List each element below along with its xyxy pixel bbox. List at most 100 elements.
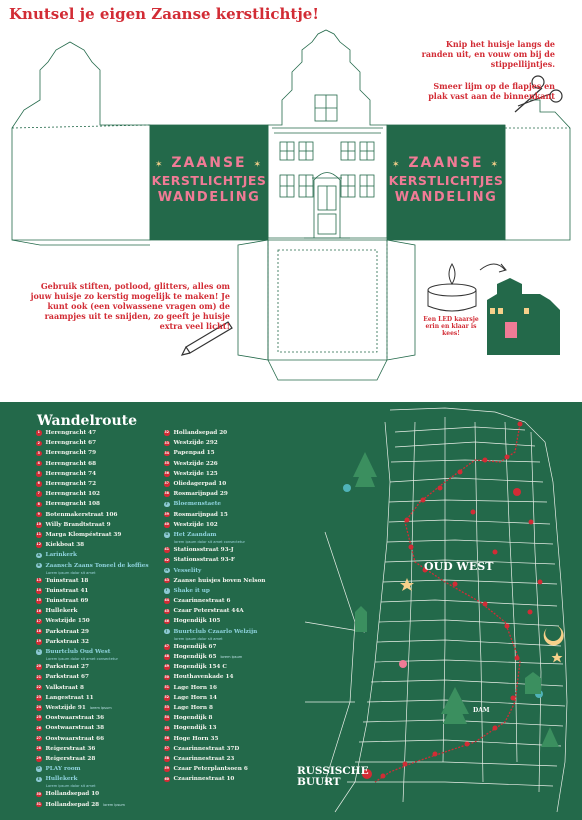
route-stop-address: Hogendijk 8 <box>173 715 213 722</box>
route-stop-number: 39 <box>164 511 170 518</box>
route-stop-address: Tuinstraat 18 <box>45 577 89 584</box>
star-icon <box>400 578 563 663</box>
wordmark-line3: WANDELING <box>157 190 261 205</box>
route-stop-address: Hollandsepad 28 <box>45 801 100 808</box>
instruction-led: Een LED kaarsje erin en klaar is kees! <box>423 316 479 337</box>
route-stop-address: Herengracht 72 <box>45 481 97 488</box>
route-stop-address: Parkstraat 32 <box>45 638 89 645</box>
house-front-outline <box>267 29 388 239</box>
route-stop-address: Het Zaandam <box>173 531 217 538</box>
route-stop-address: Bloemenstaete <box>173 501 222 508</box>
route-stop-address: Hullekerk <box>45 608 78 615</box>
route-stop-address: Langestraat 11 <box>45 694 94 701</box>
route-stop-address: Rosmarijnpad 15 <box>173 511 228 518</box>
wordmark-panel-right: ✶ ZAANSE ✶ KERSTLICHTJES WANDELING <box>387 125 505 240</box>
route-stop-address: Herengracht 68 <box>45 460 97 467</box>
map-streets <box>304 407 568 813</box>
route-stop-address: Lage Horn 16 <box>173 684 217 691</box>
route-stop-number: 17 <box>36 618 42 625</box>
route-stop-address: Reigerstraat 28 <box>45 755 96 762</box>
route-stop-number: 31 <box>36 801 42 808</box>
route-stop-number: 30 <box>36 791 42 798</box>
map-label-dam: DAM <box>473 707 490 714</box>
route-stop-number: 41 <box>164 547 170 553</box>
map-label-russische: RUSSISCHE <box>297 765 369 777</box>
map-label-buurt: BUURT <box>297 776 341 788</box>
map-label-oud-west: OUD WEST <box>424 560 494 573</box>
sparkle-icon: ✶ <box>253 160 264 170</box>
route-stop-address: Hogendijk 65 <box>173 654 217 661</box>
route-path <box>374 423 521 783</box>
route-stop-description: lorem ipsum dolor sit amet consectetur <box>174 540 246 545</box>
route-map <box>304 407 568 813</box>
route-stop-number: 3 <box>36 450 42 457</box>
route-stop-address: Lage Horn 14 <box>173 694 217 701</box>
route-stop-address: Westzijde 102 <box>173 521 218 528</box>
route-stop-address: Rosmarijnpad 29 <box>173 491 228 498</box>
route-markers <box>380 421 543 779</box>
route-stop-number: 38 <box>164 491 170 497</box>
route-stop-number: 1 <box>36 430 42 436</box>
wordmark-line2: KERSTLICHTJES <box>388 173 504 188</box>
route-stop-address: Reigerstraat 36 <box>45 745 96 752</box>
house-icon <box>355 606 541 694</box>
route-stop-address: Herengracht 108 <box>45 501 100 508</box>
ornament-icon <box>343 484 543 779</box>
route-stop-number: 57 <box>164 745 170 752</box>
route-stop-number: 25 <box>36 715 42 721</box>
route-stop-number: 18 <box>36 628 42 635</box>
route-stop-address: Buurtclub Oud West <box>45 649 111 656</box>
route-stop-address: Stationsstraat 93-J <box>173 547 234 554</box>
route-stop-number: 44 <box>164 598 170 604</box>
route-stop-number: H <box>164 567 170 574</box>
instruction-glue: Smeer lijm op de flapjes en plak vast aa… <box>428 81 555 101</box>
route-stop-address: PLAY room <box>45 766 81 773</box>
base-flap-outline <box>237 239 269 361</box>
pencil-icon <box>180 321 233 356</box>
moon-icon <box>543 626 564 646</box>
route-stop-address: Czaarinnestraat 23 <box>173 755 235 762</box>
route-stop-number: 7 <box>36 491 42 497</box>
route-stop-address: Westzijde 226 <box>173 460 218 467</box>
route-stop-number: 60 <box>164 776 170 783</box>
route-stop-address: Herengracht 74 <box>45 470 97 477</box>
route-stop-number: 19 <box>36 639 42 645</box>
route-stop-number: 6 <box>36 481 42 487</box>
wordmark-line1: ZAANSE <box>408 155 484 171</box>
route-stop-number: 28 <box>36 745 42 752</box>
route-stop-number: 15 <box>36 598 42 604</box>
route-stop-number: 23 <box>36 695 42 701</box>
route-stop-address: Herengracht 102 <box>45 491 100 498</box>
route-stop-number: I <box>164 588 170 594</box>
